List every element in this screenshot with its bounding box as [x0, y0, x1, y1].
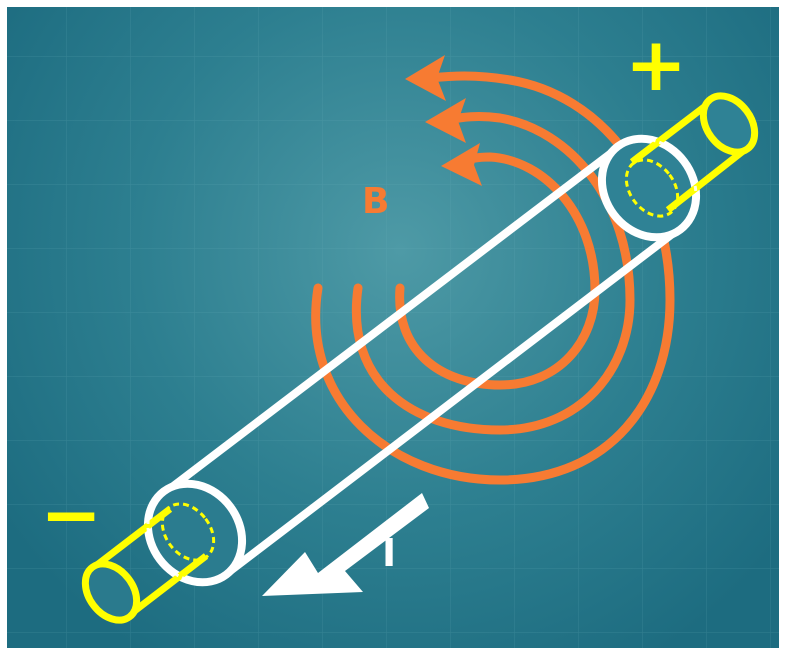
current-label: I [382, 531, 396, 575]
arrow-head-icon [425, 98, 466, 143]
terminal-edge-bottom [125, 553, 209, 619]
negative-terminal [81, 502, 216, 624]
positive-label: + [625, 22, 687, 108]
field-line-inner [395, 152, 600, 390]
negative-label: − [40, 472, 102, 558]
conductor-cutout-left [146, 482, 244, 584]
terminal-inner [160, 502, 216, 562]
positive-terminal [624, 92, 759, 218]
arrow-head-icon [405, 55, 446, 101]
terminal-edge-top [90, 506, 173, 571]
field-label: B [362, 181, 389, 222]
grid [7, 7, 779, 648]
magnetic-field-lines [311, 71, 675, 485]
conductor-upper-edge [169, 140, 626, 491]
field-line-middle [352, 112, 635, 435]
arrow-icon [262, 493, 429, 596]
terminal-cap [81, 560, 141, 624]
terminal-edge-bottom [665, 145, 750, 213]
terminal-edge-top [629, 98, 715, 165]
terminal-inner [624, 158, 680, 218]
field-arrow-heads [405, 55, 482, 186]
terminal-cap [699, 92, 759, 156]
arrow-head-icon [441, 143, 482, 186]
conductor-cutout-right [600, 137, 698, 239]
field-line-outer [311, 71, 675, 485]
conductor-lower-edge [222, 228, 678, 579]
